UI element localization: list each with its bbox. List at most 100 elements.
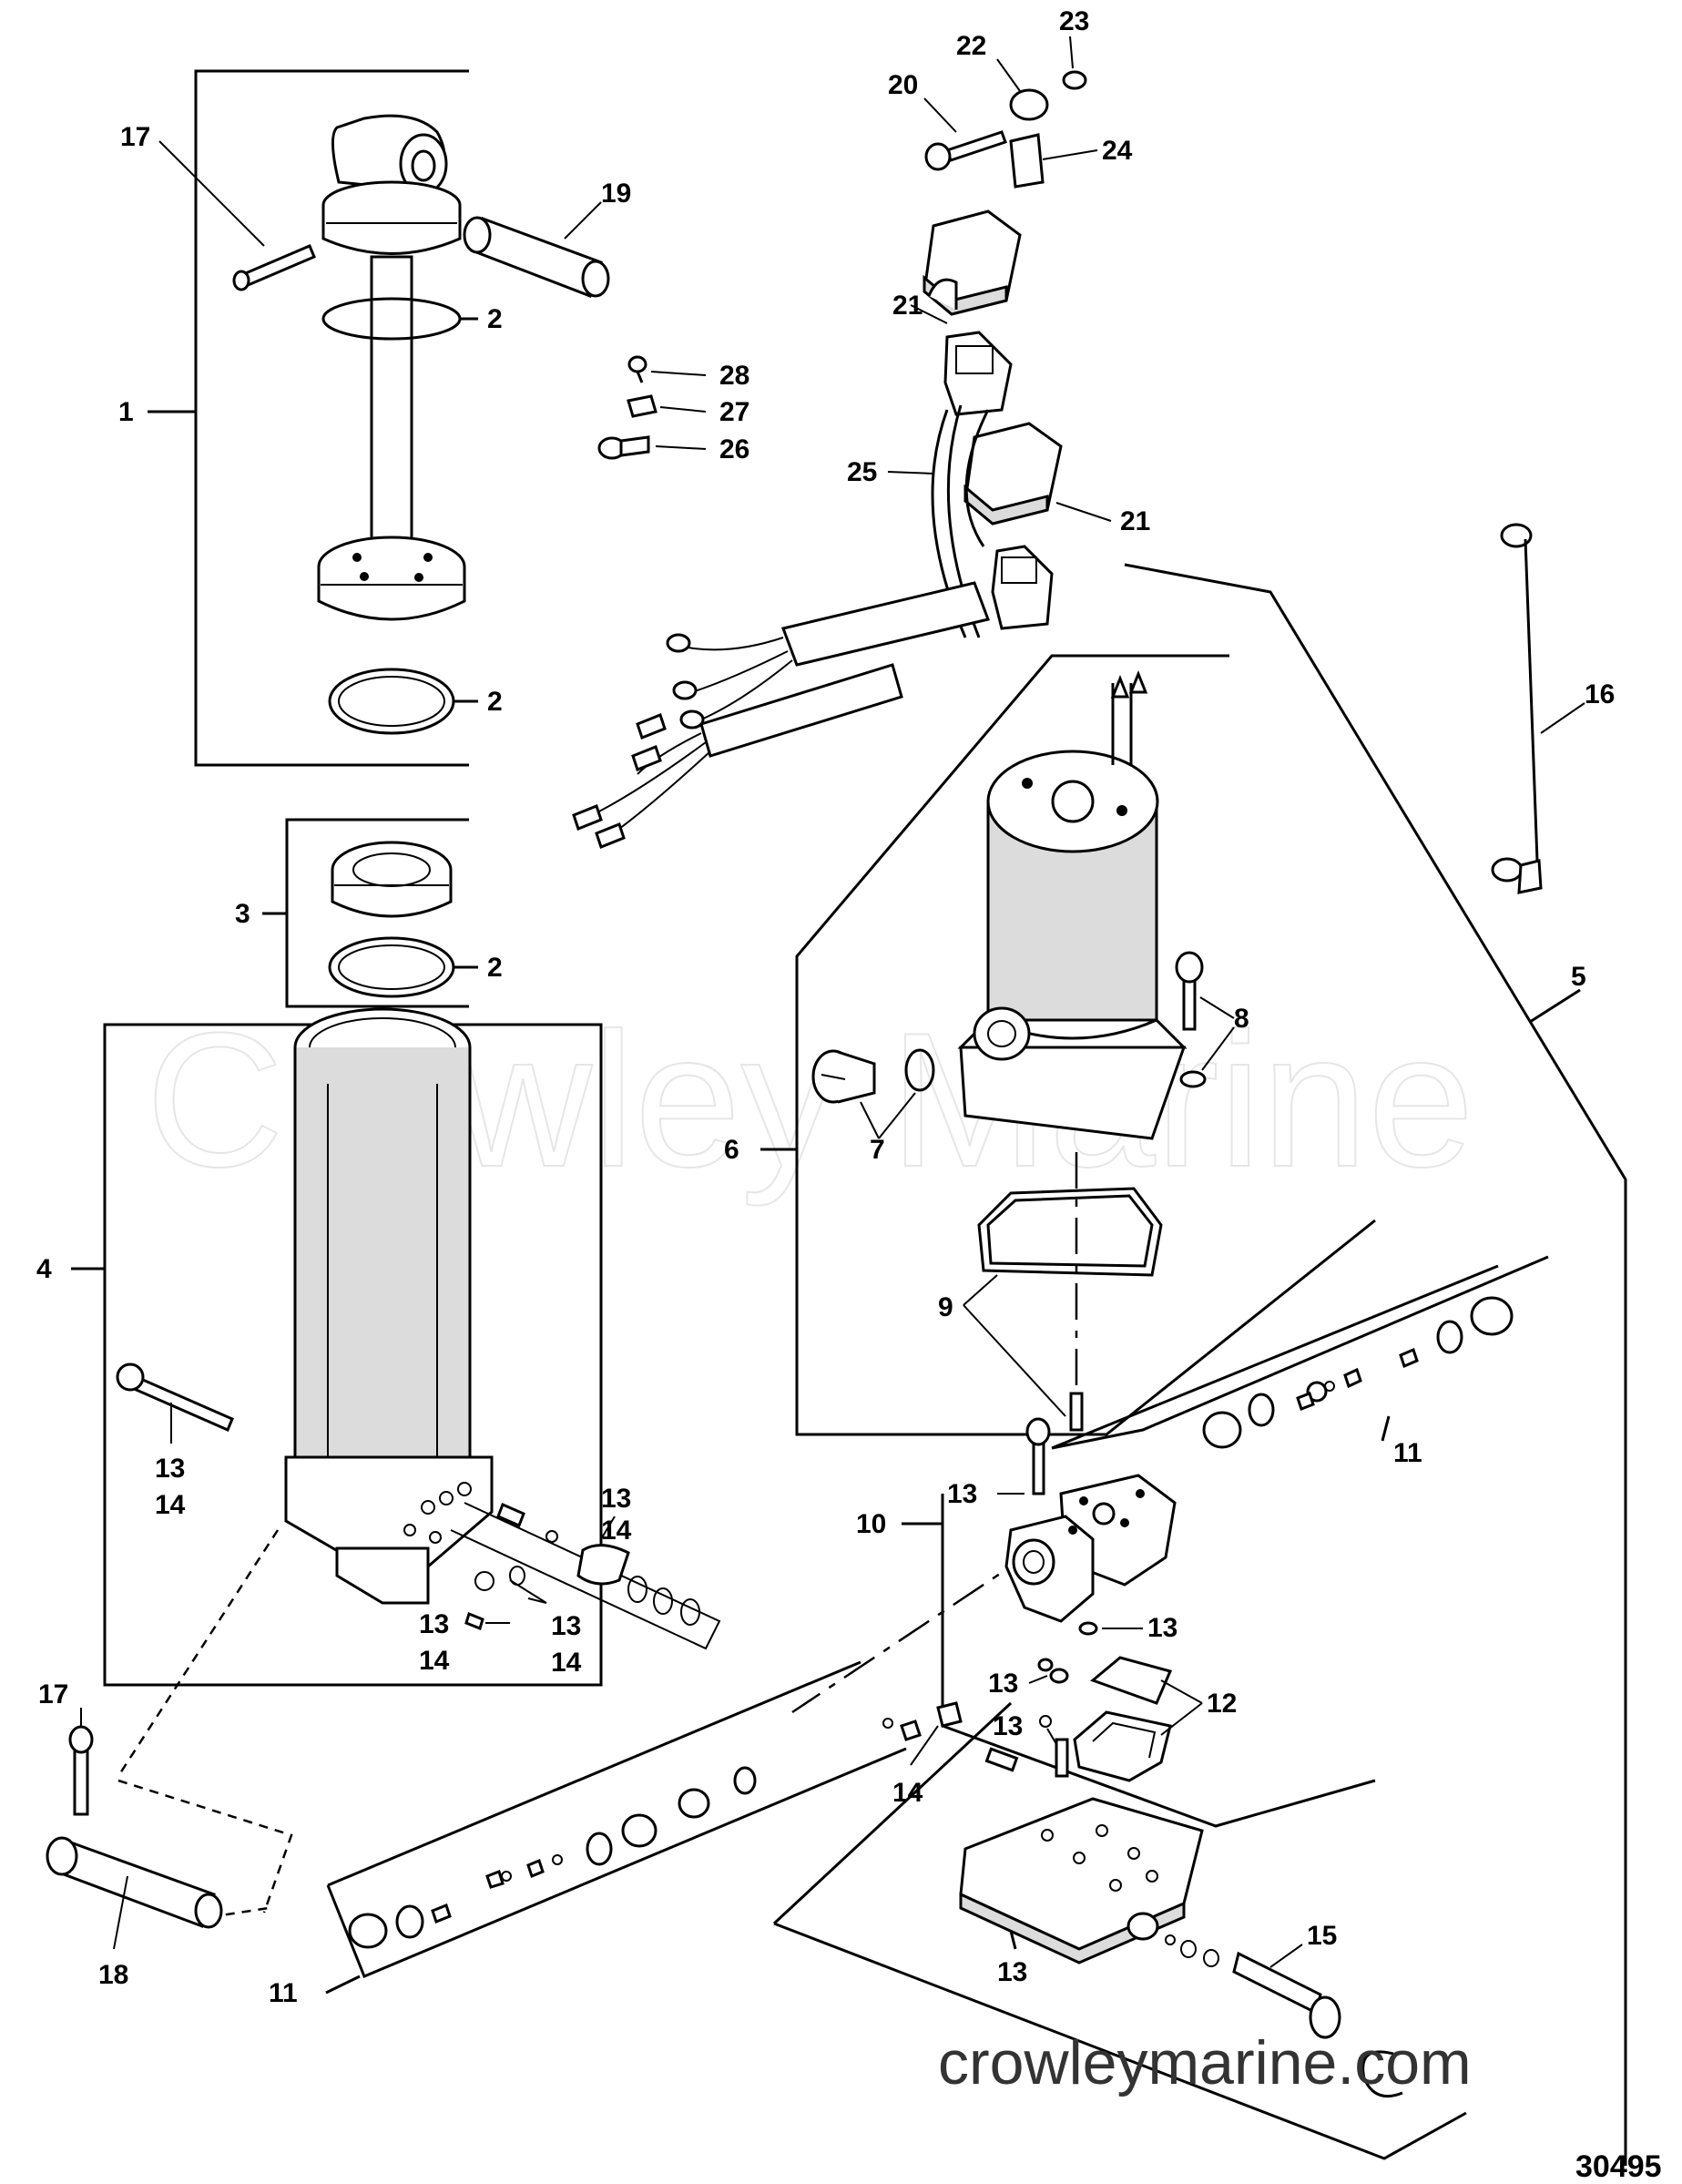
leader-18 bbox=[113, 1875, 128, 1950]
group-bracket-13 bbox=[772, 1701, 1467, 2160]
group-bracket-11a bbox=[1051, 1255, 1549, 1450]
plug-7 bbox=[811, 1049, 876, 1104]
leader-28 bbox=[650, 371, 707, 376]
label-3: 3 bbox=[235, 899, 250, 929]
valve-parts-11b bbox=[348, 1766, 757, 1949]
label-22: 22 bbox=[956, 31, 986, 61]
label-13: 13 bbox=[993, 1711, 1023, 1741]
terminal-26 bbox=[597, 435, 650, 460]
label-28: 28 bbox=[719, 361, 749, 391]
label-19: 19 bbox=[601, 179, 631, 209]
leader-11b bbox=[325, 1975, 361, 1995]
label-26: 26 bbox=[719, 434, 749, 464]
centerline-1 bbox=[791, 1546, 1039, 1714]
leader-27 bbox=[659, 406, 707, 413]
leader-19 bbox=[564, 201, 602, 240]
motor-6 bbox=[957, 669, 1188, 1140]
leader-13g bbox=[1028, 1675, 1048, 1684]
label-14: 14 bbox=[551, 1648, 582, 1678]
label-13: 13 bbox=[1147, 1613, 1177, 1643]
label-13: 13 bbox=[419, 1609, 449, 1639]
leader-7 bbox=[860, 1092, 916, 1139]
leader-11a bbox=[1381, 1415, 1391, 1442]
gasket-9-inner bbox=[986, 1194, 1154, 1268]
label-20: 20 bbox=[888, 70, 918, 100]
connector-plug bbox=[943, 331, 1013, 416]
trim-rod-part bbox=[317, 114, 466, 621]
label-24: 24 bbox=[1102, 136, 1133, 166]
bolt-13-14-long bbox=[116, 1362, 234, 1432]
group-bracket-4 bbox=[103, 1023, 603, 1687]
screw-8 bbox=[1175, 951, 1207, 1088]
label-18: 18 bbox=[98, 1960, 128, 1990]
figure-number: 30495 bbox=[1575, 2149, 1662, 2184]
label-2: 2 bbox=[487, 687, 503, 717]
label-25: 25 bbox=[847, 457, 877, 487]
label-10: 10 bbox=[856, 1509, 886, 1539]
leader-21b bbox=[1055, 502, 1112, 522]
label-5: 5 bbox=[1571, 962, 1586, 992]
label-4: 4 bbox=[36, 1254, 52, 1284]
label-6: 6 bbox=[724, 1135, 739, 1165]
clip-27 bbox=[627, 394, 658, 418]
label-13: 13 bbox=[155, 1454, 185, 1484]
label-16: 16 bbox=[1585, 679, 1615, 709]
relay-21-bottom bbox=[963, 422, 1063, 526]
leader-9 bbox=[963, 1274, 1066, 1417]
leader-16 bbox=[1540, 702, 1585, 734]
label-14: 14 bbox=[601, 1516, 632, 1546]
dashed-link-2 bbox=[117, 1779, 293, 1914]
connector-plug-2 bbox=[991, 545, 1054, 630]
spring-13h bbox=[1039, 1715, 1069, 1778]
retaining-ring bbox=[1361, 2050, 1403, 2097]
group-bracket-5 bbox=[1124, 563, 1627, 2166]
label-11: 11 bbox=[269, 1978, 298, 2008]
dashed-link-1 bbox=[117, 1529, 280, 1777]
label-13: 13 bbox=[997, 1957, 1027, 1987]
label-13: 13 bbox=[947, 1479, 977, 1509]
label-15: 15 bbox=[1307, 1921, 1337, 1951]
label-23: 23 bbox=[1059, 6, 1089, 36]
label-1: 1 bbox=[118, 397, 134, 427]
o-ring-2c bbox=[328, 936, 455, 998]
leader-15 bbox=[1269, 1944, 1303, 1968]
gasket-9 bbox=[977, 1187, 1163, 1277]
leader-25 bbox=[887, 471, 934, 475]
leader-23 bbox=[1069, 36, 1074, 69]
label-2: 2 bbox=[487, 953, 503, 983]
leader-22 bbox=[996, 58, 1021, 92]
label-17: 17 bbox=[38, 1679, 68, 1709]
pin-18 bbox=[46, 1836, 223, 1929]
label-13: 13 bbox=[988, 1669, 1018, 1699]
pump-body-10 bbox=[1004, 1474, 1177, 1623]
group-bracket-10 bbox=[941, 1494, 1376, 1828]
label-13: 13 bbox=[551, 1611, 581, 1641]
cylinder-4 bbox=[284, 1007, 494, 1605]
valve-parts-14 bbox=[882, 1701, 1019, 1772]
group-bracket-6 bbox=[795, 654, 1376, 1436]
label-27: 27 bbox=[719, 397, 749, 427]
ground-strap-16 bbox=[1491, 523, 1543, 894]
label-12: 12 bbox=[1207, 1689, 1237, 1719]
group-bracket-11b bbox=[326, 1660, 907, 1978]
label-13: 13 bbox=[601, 1484, 631, 1514]
leader-14e bbox=[910, 1725, 939, 1766]
leader-5 bbox=[1529, 988, 1581, 1024]
pin-19 bbox=[463, 216, 610, 298]
filter-12 bbox=[1073, 1656, 1173, 1782]
label-14: 14 bbox=[892, 1778, 923, 1808]
o-ring-7 bbox=[904, 1048, 935, 1092]
small-parts-13g bbox=[1037, 1658, 1069, 1684]
valve-parts-11a bbox=[1202, 1296, 1514, 1449]
leader-24 bbox=[1042, 149, 1098, 160]
valve-15 bbox=[1165, 1934, 1341, 2039]
label-17: 17 bbox=[120, 122, 150, 152]
label-21: 21 bbox=[892, 291, 923, 321]
label-9: 9 bbox=[938, 1292, 953, 1322]
leader-13c bbox=[509, 1579, 547, 1604]
bracket-24 bbox=[1009, 133, 1045, 189]
leader-13b bbox=[600, 1516, 616, 1540]
label-14: 14 bbox=[155, 1490, 186, 1520]
bolt-20 bbox=[924, 130, 1007, 171]
